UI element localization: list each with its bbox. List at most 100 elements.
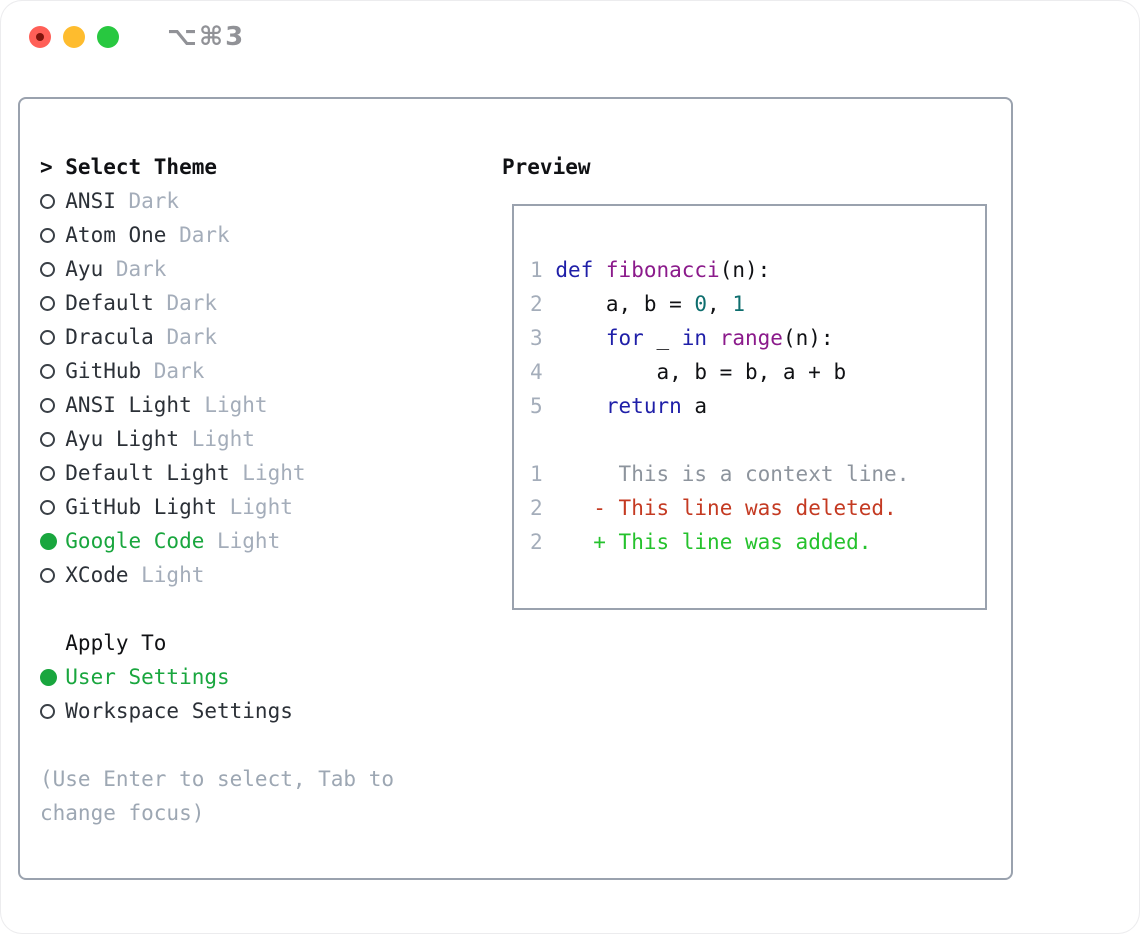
radio-icon <box>40 465 55 481</box>
theme-variant: Light <box>204 393 268 417</box>
hint-line-2: change focus) <box>40 801 205 825</box>
theme-name: XCode <box>65 563 129 587</box>
close-button[interactable] <box>29 26 51 48</box>
theme-option-default-light[interactable]: Default Light Light <box>40 456 394 490</box>
apply-option-workspace-settings[interactable]: Workspace Settings <box>40 694 394 728</box>
line-number: 2 <box>530 292 543 316</box>
radio-icon <box>40 703 55 719</box>
code-token: _ <box>643 326 682 350</box>
theme-option-atom-one[interactable]: Atom One Dark <box>40 218 394 252</box>
radio-icon <box>40 295 55 311</box>
code-token: return <box>605 394 682 418</box>
window-title-shortcut: ⌥⌘3 <box>167 22 246 52</box>
code-token: def <box>555 258 594 282</box>
code-token <box>707 326 720 350</box>
focus-arrow-icon: > <box>40 155 53 179</box>
radio-icon <box>40 499 55 515</box>
theme-name: Default <box>65 291 154 315</box>
select-theme-title: Select Theme <box>65 155 217 179</box>
code-token: 0 <box>694 292 708 316</box>
code-token: a, b = b, a + b <box>555 360 847 384</box>
theme-name: GitHub Light <box>65 495 217 519</box>
diff-line-deleted: 2 - This line was deleted. <box>530 491 985 525</box>
theme-option-dracula[interactable]: Dracula Dark <box>40 320 394 354</box>
theme-name: ANSI Light <box>65 393 192 417</box>
radio-icon <box>40 567 55 583</box>
code-token: , <box>707 292 733 316</box>
theme-name: Google Code <box>65 529 205 553</box>
radio-icon <box>40 397 55 413</box>
code-line: 5 return a <box>530 389 985 423</box>
apply-option-name: Workspace Settings <box>65 699 293 723</box>
line-number: 2 <box>530 530 543 554</box>
code-line: 1 def fibonacci(n): <box>530 253 985 287</box>
code-token <box>593 258 606 282</box>
apply-option-user-settings[interactable]: User Settings <box>40 660 394 694</box>
theme-name: Default Light <box>65 461 230 485</box>
theme-variant: Dark <box>179 223 230 247</box>
apply-to-title: Apply To <box>65 631 167 655</box>
theme-variant: Dark <box>153 359 205 383</box>
diff-marker-icon: - <box>593 496 606 520</box>
line-number: 5 <box>530 394 543 418</box>
theme-option-ansi-light[interactable]: ANSI Light Light <box>40 388 394 422</box>
spacer <box>40 728 394 762</box>
diff-marker-icon <box>593 462 606 486</box>
code-token: range <box>719 326 783 350</box>
diff-marker-icon: + <box>593 530 606 554</box>
titlebar: ⌥⌘3 <box>0 0 1140 74</box>
code-token: a <box>681 394 708 418</box>
theme-variant: Dark <box>166 325 218 349</box>
line-number: 1 <box>530 462 543 486</box>
close-dot-icon <box>36 33 44 41</box>
code-token: in <box>681 326 708 350</box>
diff-preview-block: 1 This is a context line.2 - This line w… <box>530 457 985 559</box>
apply-option-name: User Settings <box>65 665 230 689</box>
theme-name: Ayu Light <box>65 427 180 451</box>
select-theme-header: > Select Theme <box>40 150 394 184</box>
theme-name: ANSI <box>65 189 116 213</box>
theme-option-ansi[interactable]: ANSI Dark <box>40 184 394 218</box>
theme-name: Atom One <box>65 223 167 247</box>
code-line: 2 a, b = 0, 1 <box>530 287 985 321</box>
code-token: fibonacci <box>605 258 720 282</box>
code-line: 3 for _ in range(n): <box>530 321 985 355</box>
minimize-button[interactable] <box>63 26 85 48</box>
line-number: 1 <box>530 258 543 282</box>
radio-selected-icon <box>40 668 57 686</box>
blank-line <box>530 423 985 457</box>
theme-name: Dracula <box>65 325 154 349</box>
code-token: for <box>605 326 644 350</box>
radio-icon <box>40 431 55 447</box>
line-number: 2 <box>530 496 543 520</box>
code-token <box>555 326 606 350</box>
diff-line-context: 1 This is a context line. <box>530 457 985 491</box>
radio-icon <box>40 261 55 277</box>
theme-variant: Dark <box>128 189 180 213</box>
theme-variant: Light <box>191 427 255 451</box>
code-token: (n): <box>782 326 834 350</box>
line-number: 3 <box>530 326 543 350</box>
code-token: a, b = <box>555 292 695 316</box>
diff-text: This line was added. <box>618 530 872 554</box>
code-token: 1 <box>732 292 745 316</box>
preview-title: Preview <box>502 155 591 179</box>
hint-line-1: (Use Enter to select, Tab to <box>40 767 395 791</box>
diff-text: This is a context line. <box>618 462 910 486</box>
maximize-button[interactable] <box>97 26 119 48</box>
radio-selected-icon <box>40 532 57 550</box>
theme-option-github-light[interactable]: GitHub Light Light <box>40 490 394 524</box>
theme-variant: Light <box>242 461 306 485</box>
theme-variant: Light <box>229 495 293 519</box>
theme-option-ayu-light[interactable]: Ayu Light Light <box>40 422 394 456</box>
